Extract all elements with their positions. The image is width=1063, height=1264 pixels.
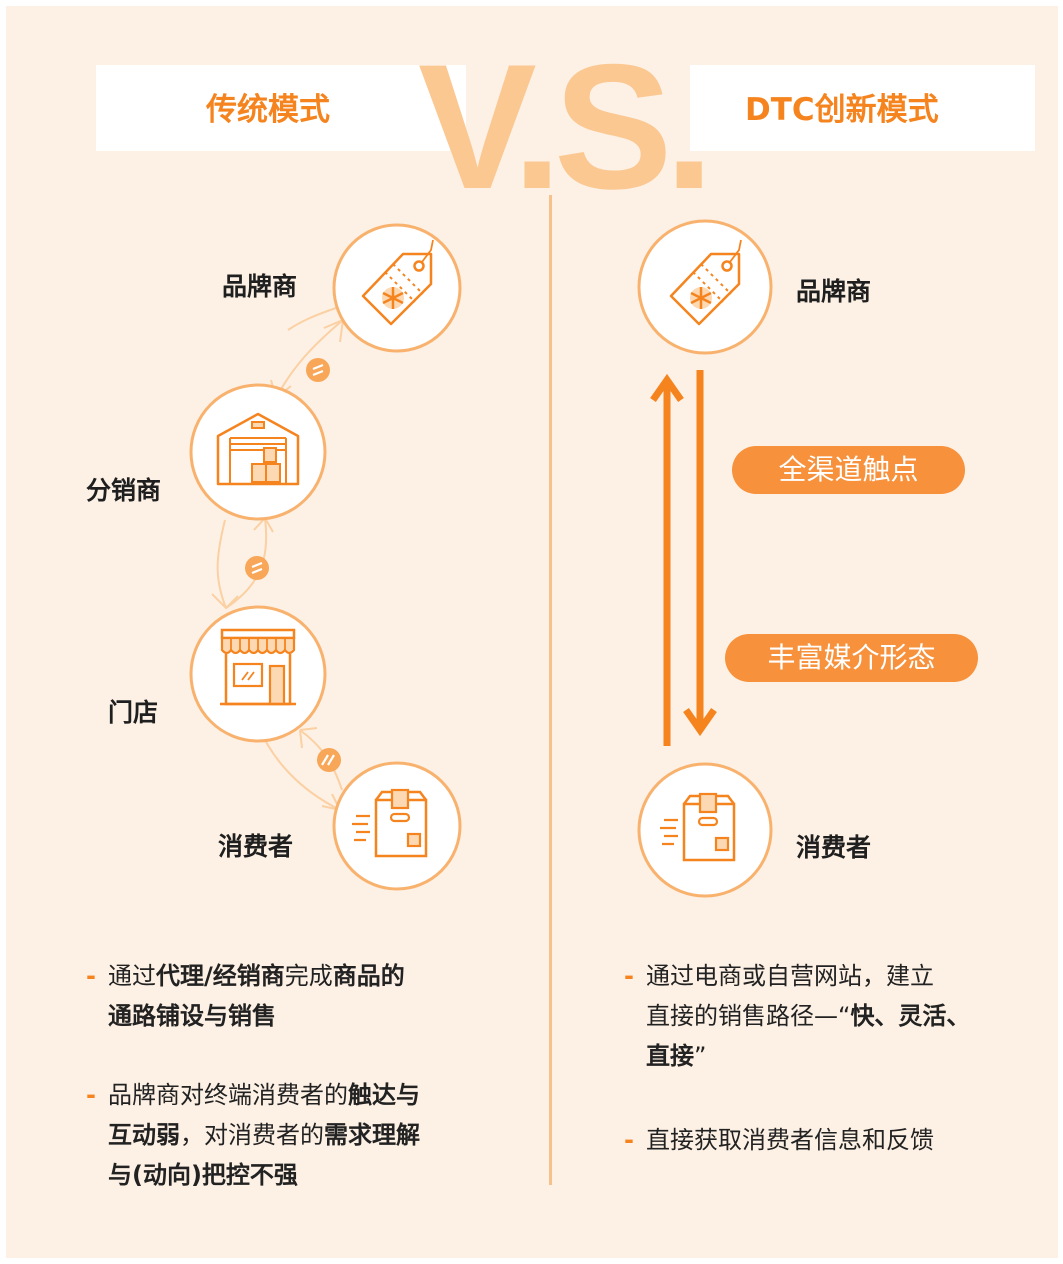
brand-label: 品牌商 bbox=[222, 272, 298, 301]
warehouse-icon bbox=[216, 412, 300, 486]
dtc-up-arrow bbox=[650, 373, 684, 746]
left-header-bar bbox=[96, 65, 466, 151]
separator-icon bbox=[243, 554, 271, 582]
omnichannel-pill: 全渠道触点 bbox=[732, 446, 965, 494]
bullet-dash: - bbox=[624, 962, 634, 990]
dtc-bullet-1: - 通过电商或自营网站，建立直接的销售路径—“快、灵活、直接” bbox=[624, 956, 1026, 1076]
bullet-bold-text: 通路铺设与销售 bbox=[108, 1002, 276, 1030]
store-node-circle bbox=[189, 605, 327, 743]
bullet-text: 直接的销售路径—“ bbox=[646, 1002, 851, 1030]
bullet-bold-text: 快、灵活、 bbox=[850, 1002, 971, 1030]
vs-mark: V.S. bbox=[418, 27, 714, 226]
bullet-bold-text: 代理/经销商 bbox=[156, 962, 285, 990]
bullet-dash: - bbox=[86, 962, 96, 990]
traditional-bullet-1: - 通过代理/经销商完成商品的通路铺设与销售 bbox=[86, 956, 468, 1036]
dtc-brand-node-circle bbox=[637, 219, 773, 355]
distributor-label: 分销商 bbox=[86, 476, 162, 505]
bullet-bold-text: 商品的 bbox=[332, 962, 405, 990]
bullet-bold-text: 触达与 bbox=[348, 1081, 420, 1109]
bullet-bold-text: 需求理解 bbox=[324, 1121, 420, 1149]
bullet-text: ，对消费者的 bbox=[180, 1121, 324, 1149]
consumer-label: 消费者 bbox=[218, 832, 294, 861]
dtc-consumer-node-circle bbox=[637, 762, 773, 898]
bullet-text: 完成 bbox=[284, 962, 333, 990]
bullet-text: 直接获取消费者信息和反馈 bbox=[646, 1126, 934, 1154]
right-header-bar bbox=[690, 65, 1035, 151]
dtc-consumer-label: 消费者 bbox=[796, 833, 872, 862]
bullet-dash: - bbox=[624, 1126, 634, 1154]
bullet-bold-text: 与(动向)把控不强 bbox=[108, 1161, 298, 1189]
bullet-dash: - bbox=[86, 1081, 96, 1109]
consumer-node-circle bbox=[332, 761, 462, 891]
traditional-bullet-2: - 品牌商对终端消费者的触达与互动弱，对消费者的需求理解与(动向)把控不强 bbox=[86, 1075, 488, 1195]
store-label: 门店 bbox=[108, 698, 159, 727]
separator-icon bbox=[304, 356, 332, 384]
comparison-panel bbox=[6, 6, 1058, 1258]
bullet-text: 品牌商对终端消费者的 bbox=[108, 1081, 348, 1109]
center-divider bbox=[549, 195, 552, 1185]
dtc-title: DTC创新模式 bbox=[745, 92, 939, 128]
dtc-down-arrow bbox=[683, 370, 717, 737]
bullet-bold-text: 互动弱 bbox=[108, 1121, 180, 1149]
bullet-text: 通过 bbox=[108, 962, 156, 990]
separator-icon bbox=[315, 746, 343, 774]
traditional-title: 传统模式 bbox=[206, 92, 330, 128]
dtc-brand-label: 品牌商 bbox=[796, 277, 872, 306]
bullet-text: 通过电商或自营网站，建立 bbox=[646, 962, 934, 990]
rich-media-pill: 丰富媒介形态 bbox=[725, 634, 978, 682]
dtc-bullet-2: - 直接获取消费者信息和反馈 bbox=[624, 1120, 1026, 1160]
storefront-icon bbox=[220, 628, 296, 706]
distributor-node-circle bbox=[189, 383, 327, 521]
bullet-text: ” bbox=[694, 1042, 707, 1070]
bullet-bold-text: 直接 bbox=[646, 1042, 694, 1070]
